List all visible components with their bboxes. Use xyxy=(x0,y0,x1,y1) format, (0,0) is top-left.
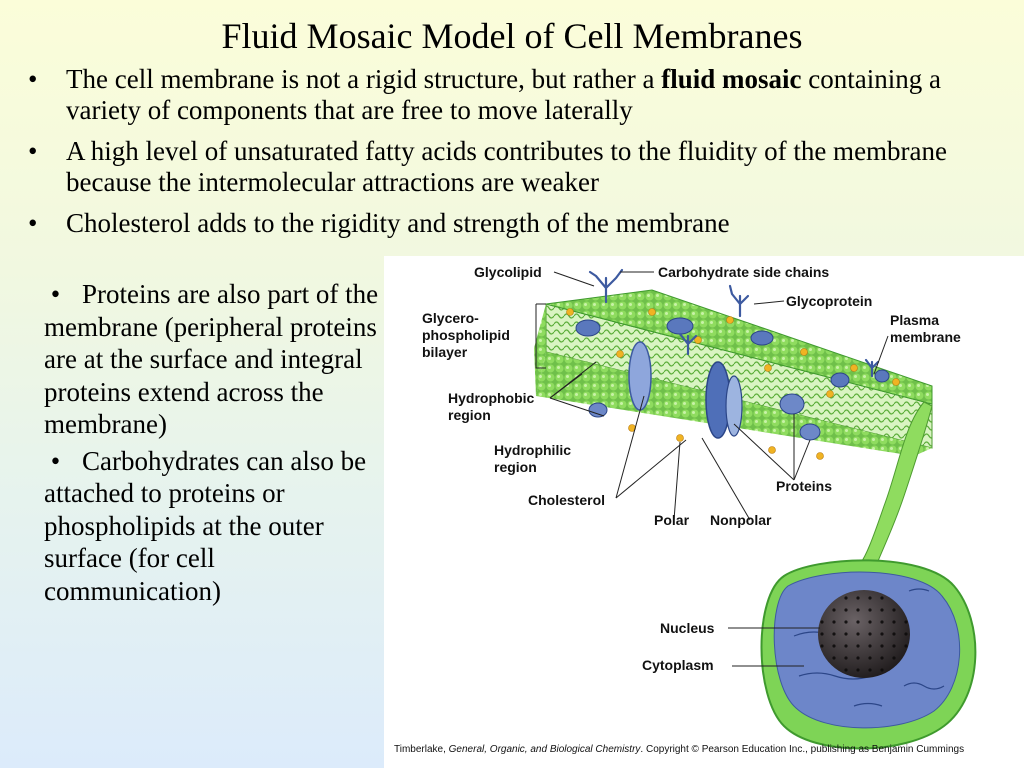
peripheral-protein xyxy=(799,423,821,441)
figure-credit: Timberlake, General, Organic, and Biolog… xyxy=(394,744,1022,755)
credit-author: Timberlake, xyxy=(394,744,449,755)
label-glycoprotein: Glycoprotein xyxy=(786,293,873,309)
bullet-1-bold: fluid mosaic xyxy=(661,64,802,94)
label-hydrophobic-region: Hydrophobic region xyxy=(448,390,535,423)
label-glycolipid: Glycolipid xyxy=(474,264,542,280)
label-nucleus: Nucleus xyxy=(660,620,715,636)
peripheral-protein xyxy=(588,402,608,418)
bullet-unsaturated-fatty-acids: A high level of unsaturated fatty acids … xyxy=(26,136,1016,198)
side-bullet-1-text: Proteins are also part of the membrane (… xyxy=(44,279,379,439)
peripheral-protein xyxy=(666,317,694,335)
side-bullet-carbohydrates: •Carbohydrates can also be attached to p… xyxy=(44,445,380,608)
integral-protein xyxy=(628,341,652,411)
credit-rest: . Copyright © Pearson Education Inc., pu… xyxy=(640,744,965,755)
side-bullet-2-text: Carbohydrates can also be attached to pr… xyxy=(44,445,367,606)
label-hydrophilic-region: Hydrophilic region xyxy=(494,442,572,475)
leader-lines xyxy=(535,271,889,667)
bullet-1-text-b: containing a variety of components that … xyxy=(66,64,942,125)
peripheral-protein xyxy=(874,369,890,383)
bilayer-side xyxy=(534,304,546,396)
credit-book: General, Organic, and Biological Chemist… xyxy=(448,744,641,755)
label-glycerophospholipid-bilayer: Glycero- phospholipid bilayer xyxy=(422,310,510,360)
bullet-fluid-mosaic: The cell membrane is not a rigid structu… xyxy=(26,64,1016,126)
slide-title: Fluid Mosaic Model of Cell Membranes xyxy=(221,16,803,56)
bullet-dot: • xyxy=(44,279,61,309)
peripheral-protein xyxy=(750,330,774,346)
cholesterol-marks xyxy=(566,308,900,460)
integral-protein xyxy=(725,375,743,437)
membrane-illustration xyxy=(534,268,977,750)
side-bullet-proteins: •Proteins are also part of the membrane … xyxy=(44,278,380,441)
membrane-figure: Glycolipid Carbohydrate side chains Glyc… xyxy=(384,256,1024,768)
carbohydrate-chains xyxy=(588,268,880,378)
bullet-1-text-a: The cell membrane is not a rigid structu… xyxy=(66,64,662,94)
top-bullet-list: The cell membrane is not a rigid structu… xyxy=(26,64,1016,249)
peripheral-protein xyxy=(779,393,805,415)
label-nonpolar: Nonpolar xyxy=(710,512,772,528)
side-bullet-list: •Proteins are also part of the membrane … xyxy=(44,278,380,611)
label-proteins: Proteins xyxy=(776,478,833,494)
peripheral-protein xyxy=(575,319,601,337)
label-cholesterol: Cholesterol xyxy=(528,492,606,508)
peripheral-protein xyxy=(830,372,850,388)
label-plasma-membrane: Plasma membrane xyxy=(890,312,961,345)
bullet-cholesterol: Cholesterol adds to the rigidity and str… xyxy=(26,208,1016,239)
bullet-dot: • xyxy=(44,445,61,476)
label-polar: Polar xyxy=(654,512,690,528)
label-carbohydrate-side-chains: Carbohydrate side chains xyxy=(658,264,830,280)
label-cytoplasm: Cytoplasm xyxy=(642,657,714,673)
nucleus-pores xyxy=(818,590,910,678)
